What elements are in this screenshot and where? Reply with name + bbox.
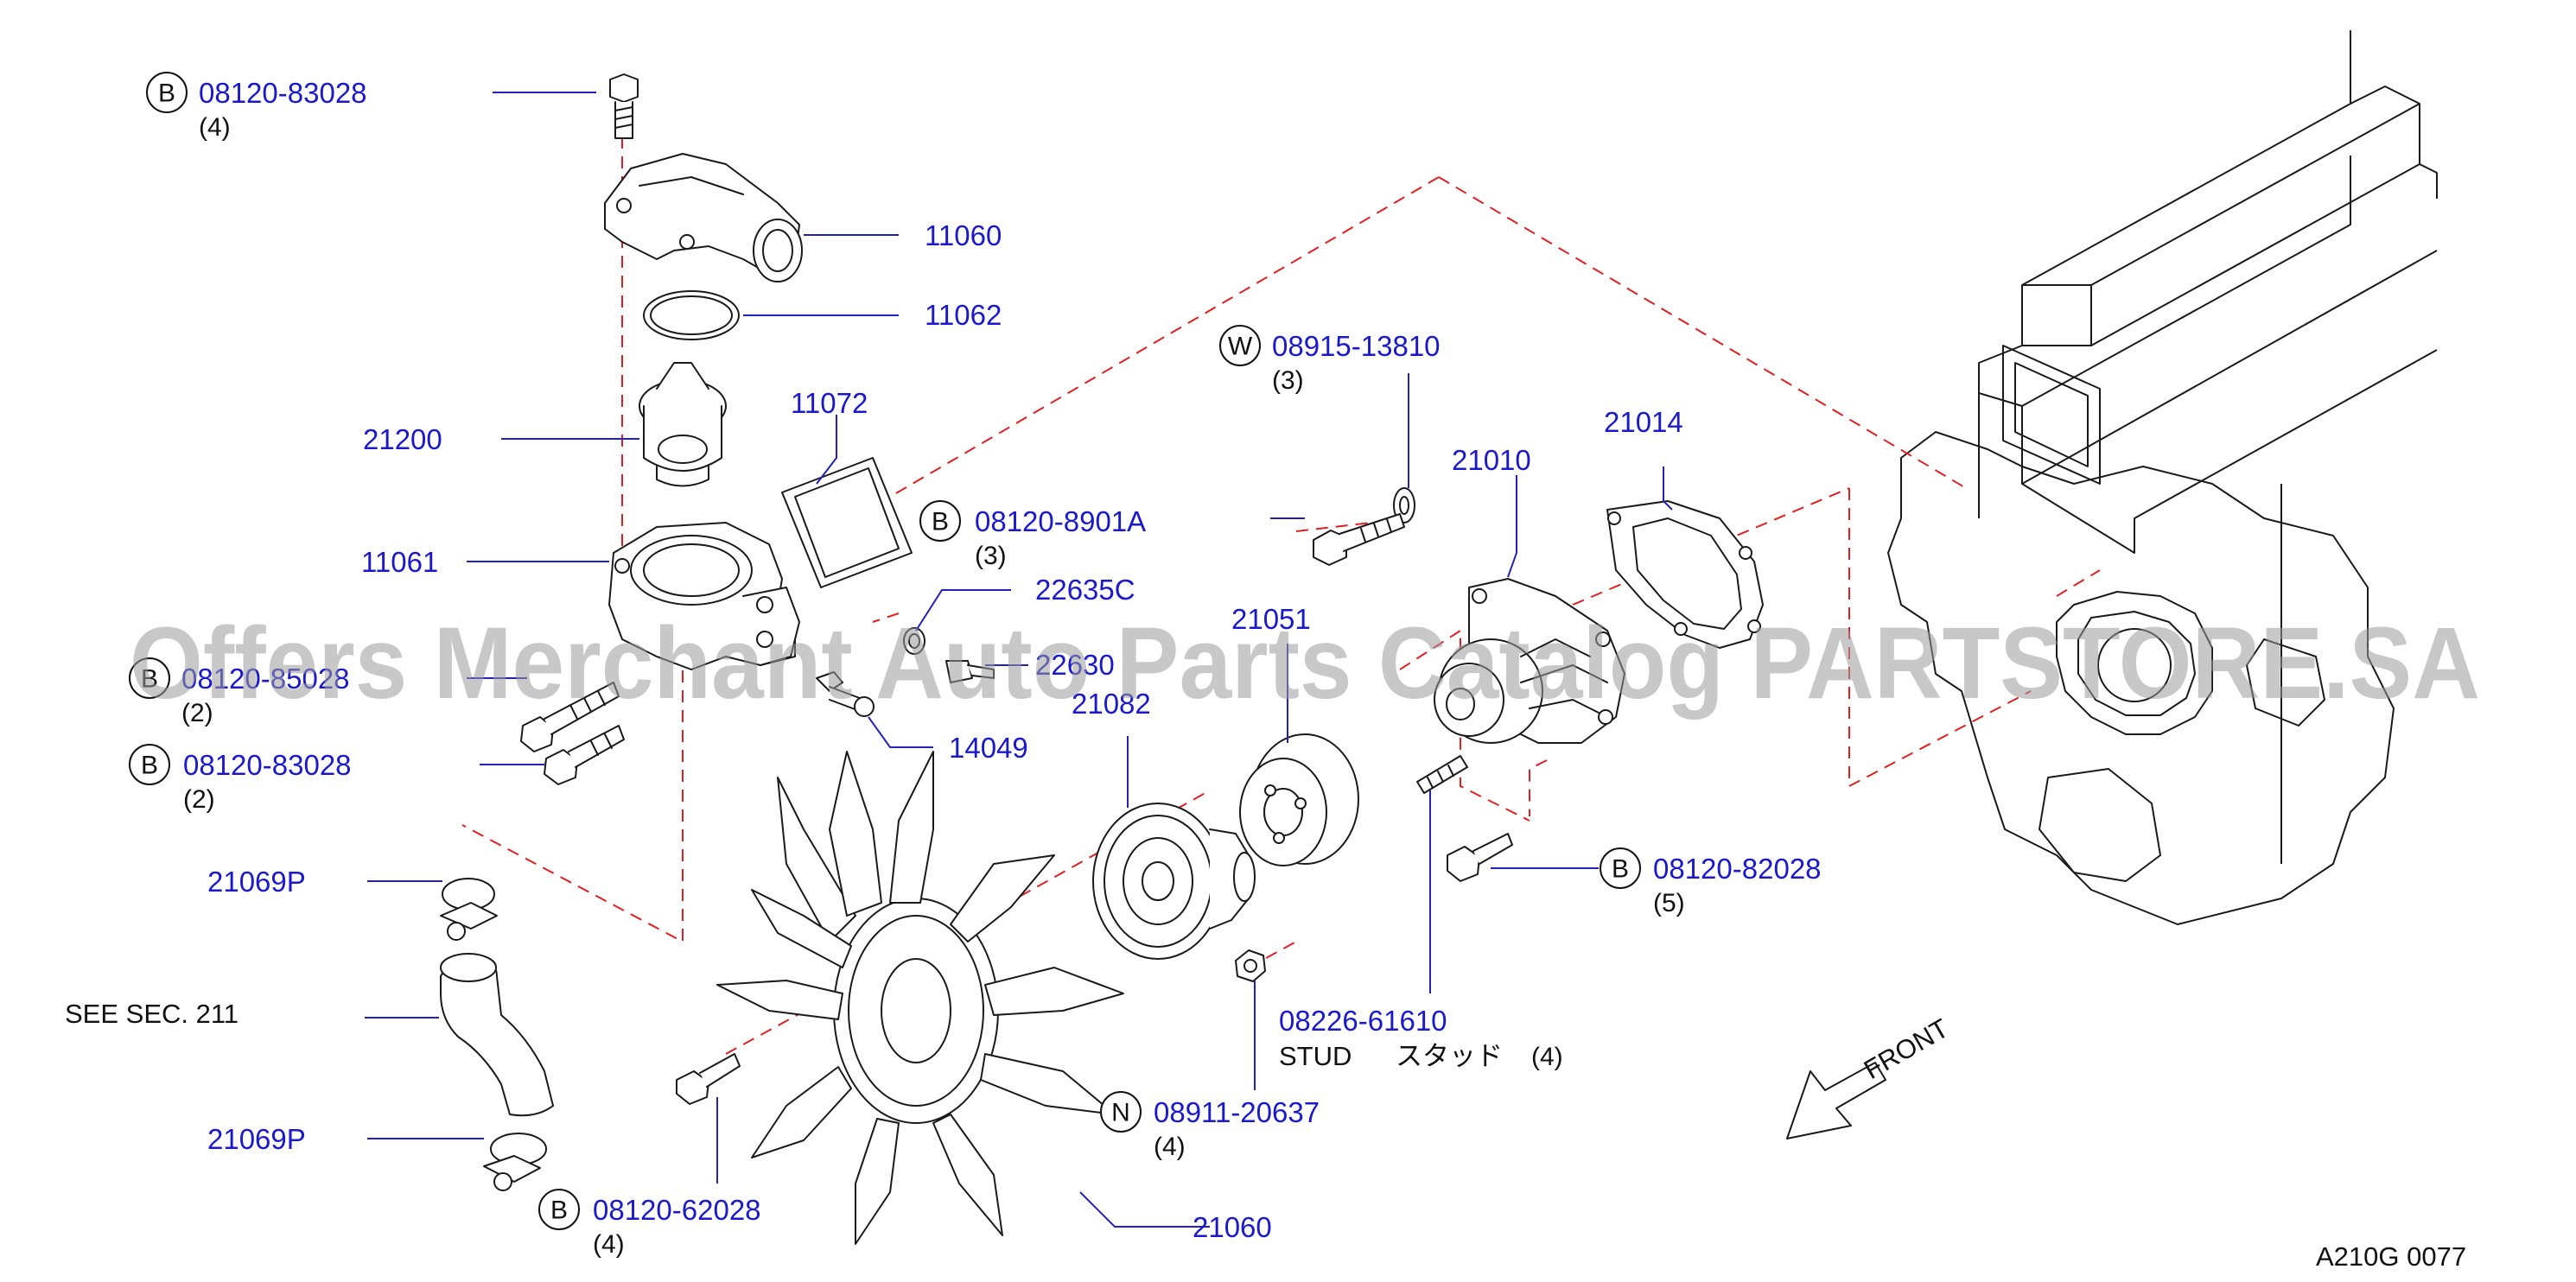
svg-text:B: B xyxy=(141,665,158,694)
sensor-22630-icon xyxy=(945,660,995,683)
bolt-82028-icon xyxy=(1447,833,1513,882)
svg-text:08120-83028: 08120-83028 xyxy=(183,749,352,781)
svg-text:(2): (2) xyxy=(183,785,215,814)
svg-text:B: B xyxy=(932,508,949,536)
bolt-83028b-icon xyxy=(544,725,625,785)
callout-nut[interactable]: N 08911-20637 (4) xyxy=(1100,1091,1320,1161)
gasket-11072-icon xyxy=(781,457,913,588)
callout-pump[interactable]: 21010 xyxy=(1452,444,1531,476)
nut-icon xyxy=(1235,949,1266,982)
svg-text:B: B xyxy=(1612,855,1629,884)
svg-text:(4): (4) xyxy=(1154,1133,1186,1161)
svg-text:STUD: STUD xyxy=(1279,1041,1352,1071)
thermostat-icon xyxy=(639,362,727,487)
svg-text:N: N xyxy=(1111,1099,1130,1127)
part-14049-icon xyxy=(816,671,875,717)
svg-text:08120-85028: 08120-85028 xyxy=(181,663,350,695)
engine-block-outline xyxy=(1887,30,2438,925)
svg-text:08911-20637: 08911-20637 xyxy=(1154,1096,1320,1128)
svg-text:(3): (3) xyxy=(1272,366,1304,395)
water-pump-icon xyxy=(1434,578,1625,744)
callout-bolt-85028[interactable]: B 08120-85028 (2) xyxy=(129,657,350,727)
svg-text:(3): (3) xyxy=(975,542,1007,570)
cooling-fan-icon xyxy=(716,751,1124,1245)
callout-fan-coupling[interactable]: 21082 xyxy=(1072,688,1151,720)
watermark: Offers Merchant Auto Parts Catalog PARTS… xyxy=(130,606,2480,720)
callout-pulley[interactable]: 21051 xyxy=(1231,603,1311,635)
callout-bolt-top[interactable]: B 08120-83028 (4) xyxy=(146,72,367,142)
callout-bolt-62028[interactable]: B 08120-62028 (4) xyxy=(538,1189,761,1259)
leader-lines xyxy=(365,92,1673,1228)
callout-clamp-upper[interactable]: 21069P xyxy=(207,866,306,898)
pump-gasket-icon xyxy=(1606,500,1764,649)
svg-text:W: W xyxy=(1228,333,1253,361)
svg-text:B: B xyxy=(141,752,158,780)
see-section-note: SEE SEC. 211 xyxy=(65,999,239,1029)
callout-stud[interactable]: 08226-61610 STUD スタッド (4) xyxy=(1279,1005,1563,1072)
callout-bolt-8901a[interactable]: B 08120-8901A (3) xyxy=(919,500,1146,570)
bolt-85028-icon xyxy=(520,682,620,752)
callout-housing[interactable]: 11061 xyxy=(361,546,438,578)
svg-text:スタッド: スタッド xyxy=(1396,1041,1503,1072)
thermostat-housing-icon xyxy=(608,522,800,670)
svg-text:08120-8901A: 08120-8901A xyxy=(975,505,1146,537)
front-arrow-icon: FRONT xyxy=(1786,1012,1954,1139)
svg-text:08226-61610: 08226-61610 xyxy=(1279,1005,1447,1037)
svg-text:(2): (2) xyxy=(181,699,213,727)
callout-clamp-lower[interactable]: 21069P xyxy=(207,1123,306,1155)
callout-part-14049[interactable]: 14049 xyxy=(949,732,1028,764)
bolt-top-icon xyxy=(609,73,639,139)
bolt-62028-icon xyxy=(676,1053,741,1105)
callout-gasket-ring[interactable]: 11062 xyxy=(925,299,1002,331)
callout-gasket-11072[interactable]: 11072 xyxy=(791,387,868,419)
hose-icon xyxy=(440,953,554,1117)
callout-outlet[interactable]: 11060 xyxy=(925,219,1002,251)
callout-thermostat[interactable]: 21200 xyxy=(363,423,442,455)
callout-pump-gasket[interactable]: 21014 xyxy=(1604,406,1683,438)
svg-text:(4): (4) xyxy=(199,113,231,142)
plug-22635c-icon xyxy=(903,627,925,655)
svg-text:(4): (4) xyxy=(1531,1043,1563,1071)
pulley-icon xyxy=(1239,733,1359,866)
gasket-ring-icon xyxy=(643,290,740,340)
callout-bolt-82028[interactable]: B 08120-82028 (5) xyxy=(1600,847,1822,917)
svg-text:B: B xyxy=(158,79,175,108)
callout-plug-22635c[interactable]: 22635C xyxy=(1035,574,1135,606)
fan-coupling-icon xyxy=(1092,803,1256,960)
clamp-upper-icon xyxy=(440,878,498,941)
svg-text:(5): (5) xyxy=(1653,889,1685,917)
callout-bolt-83028b[interactable]: B 08120-83028 (2) xyxy=(129,744,352,814)
svg-text:B: B xyxy=(550,1196,568,1225)
diagram-code: A210G 0077 xyxy=(2316,1241,2466,1272)
pump-bolt-icon xyxy=(1313,513,1405,566)
svg-text:08120-62028: 08120-62028 xyxy=(593,1194,761,1226)
svg-text:(4): (4) xyxy=(593,1230,625,1259)
callout-fan[interactable]: 21060 xyxy=(1193,1211,1272,1243)
callout-sensor-22630[interactable]: 22630 xyxy=(1035,649,1115,681)
clamp-lower-icon xyxy=(483,1133,547,1191)
svg-text:08915-13810: 08915-13810 xyxy=(1272,330,1441,362)
svg-text:08120-82028: 08120-82028 xyxy=(1653,853,1822,885)
water-outlet-icon xyxy=(604,153,803,282)
stud-icon xyxy=(1416,755,1468,794)
svg-text:08120-83028: 08120-83028 xyxy=(199,77,367,109)
front-label: FRONT xyxy=(1859,1012,1954,1085)
callout-washer[interactable]: W 08915-13810 (3) xyxy=(1219,325,1441,395)
